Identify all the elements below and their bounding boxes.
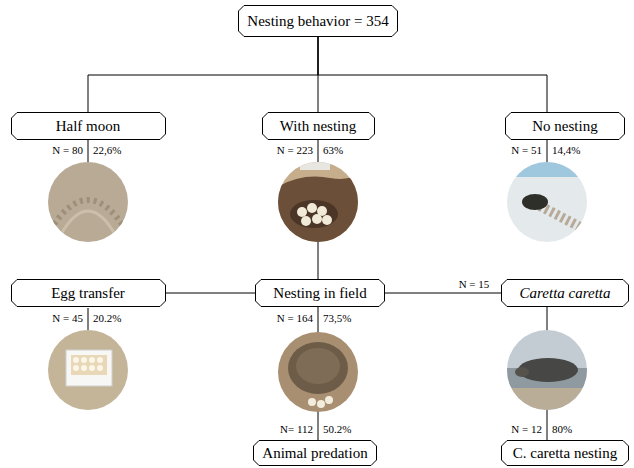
category-box: With nesting (262, 112, 375, 140)
count-label: N = 12 (510, 423, 543, 436)
species-box: Caretta caretta (501, 279, 629, 307)
connector-line (318, 37, 547, 112)
count-label: 14,4% (551, 144, 581, 157)
root-box: Nesting behavior = 354 (238, 5, 398, 37)
count-label: 50.2% (322, 423, 352, 436)
box-outline (256, 280, 385, 307)
outcome-box: Animal predation (253, 440, 377, 466)
box-outline (262, 113, 374, 140)
box-outline (502, 441, 629, 466)
box-outline (11, 280, 165, 307)
photo-egg-transfer (40, 325, 140, 425)
edge-label: N = 15 (458, 278, 491, 291)
box-text: Nesting behavior = 354 (247, 13, 388, 30)
box-text: Half moon (56, 118, 121, 135)
box-text: Egg transfer (51, 285, 125, 302)
count-label: N = 223 (276, 144, 314, 157)
box-text: No nesting (532, 118, 597, 135)
count-label: N= 112 (279, 423, 314, 436)
outcome-box: C. caretta nesting (501, 440, 629, 466)
count-label: 63% (322, 144, 344, 157)
box-text: Caretta caretta (520, 285, 611, 302)
category-box: Half moon (11, 112, 166, 140)
box-outline (506, 113, 625, 140)
photo-caretta-caretta (500, 325, 600, 425)
count-label: 20.2% (92, 312, 122, 325)
count-label: 22,6% (92, 144, 122, 157)
count-label: N = 51 (510, 144, 543, 157)
count-label: N = 45 (51, 312, 84, 325)
box-text: C. caretta nesting (513, 445, 618, 462)
photo-with-nesting (270, 155, 370, 255)
connector-line (385, 293, 501, 294)
outcome-box: Egg transfer (11, 279, 166, 307)
box-outline (254, 441, 377, 466)
photo-no-nesting (500, 155, 600, 255)
box-outline (11, 113, 165, 140)
connector-line (166, 293, 256, 294)
count-label: N = 80 (51, 144, 84, 157)
count-label: 80% (551, 423, 573, 436)
photo-nesting-in-field (270, 325, 370, 425)
category-box: No nesting (505, 112, 625, 140)
box-text: With nesting (280, 118, 356, 135)
outcome-box: Nesting in field (255, 279, 385, 307)
connector-line (88, 37, 318, 112)
box-text: Animal predation (262, 445, 367, 462)
count-label: 73,5% (322, 312, 352, 325)
box-outline (502, 280, 629, 307)
count-label: N = 164 (276, 312, 314, 325)
photo-half-moon (40, 155, 140, 255)
box-outline (239, 6, 398, 37)
box-text: Nesting in field (273, 285, 366, 302)
